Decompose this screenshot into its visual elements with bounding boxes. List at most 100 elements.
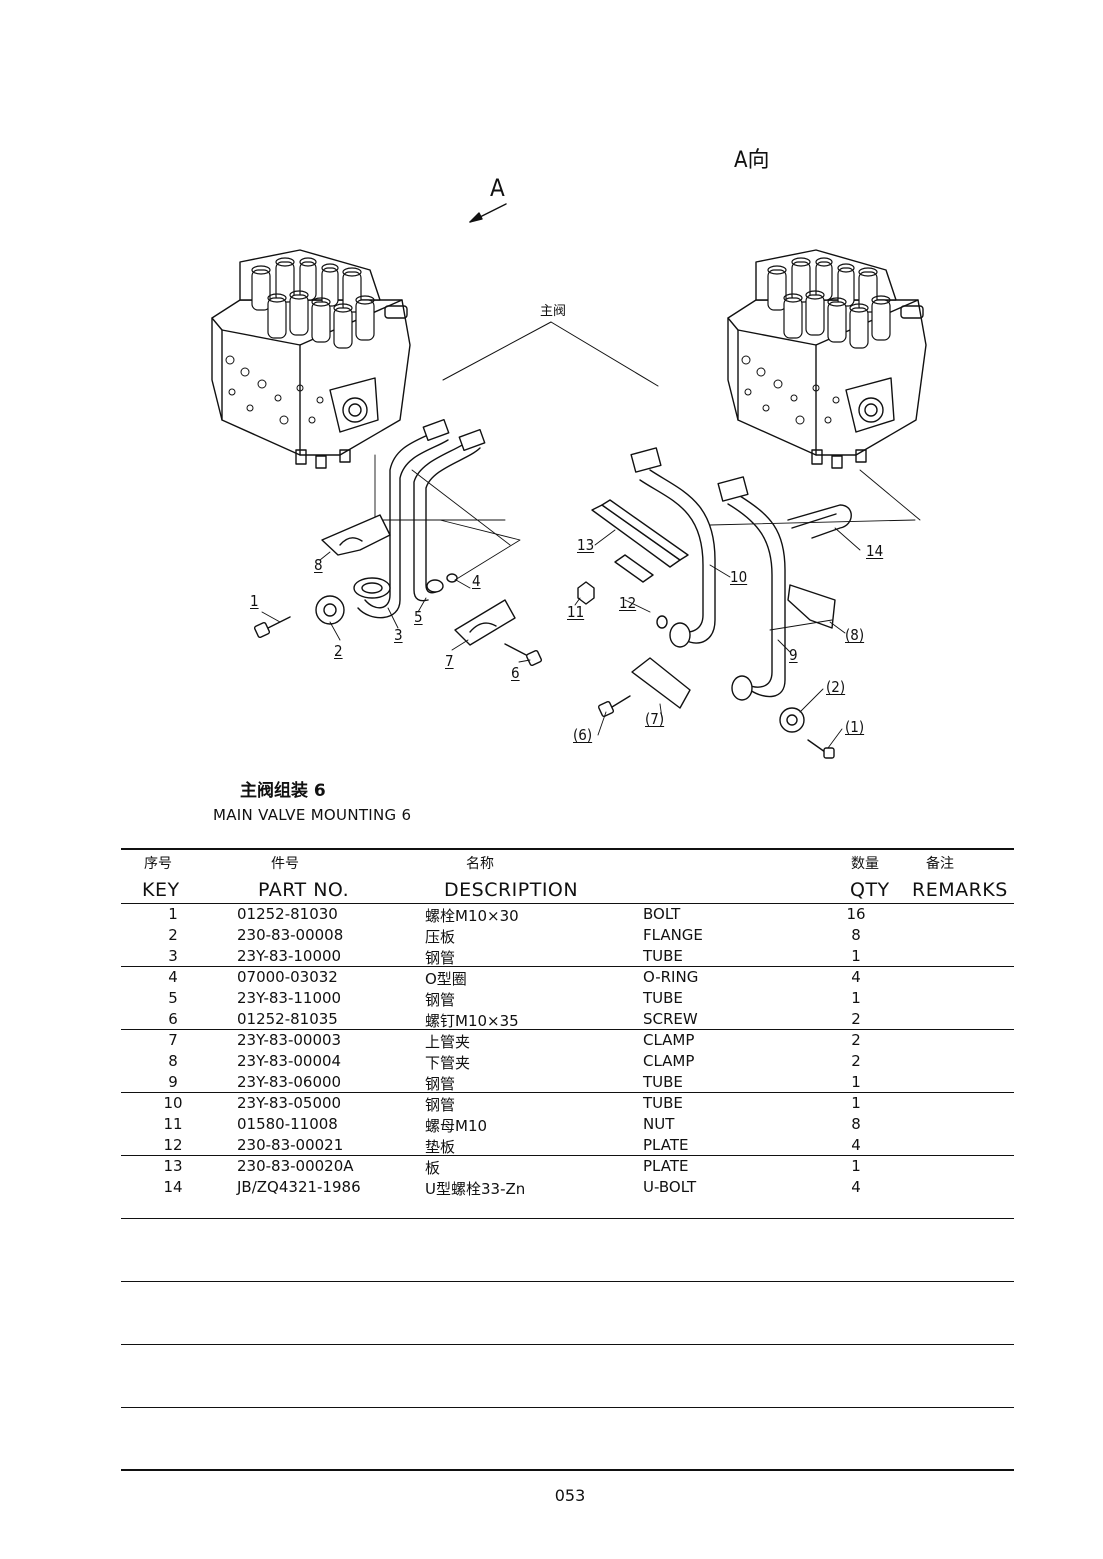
part-no-cell: 230-83-00020A: [237, 1157, 354, 1175]
group-rule: [121, 1407, 1014, 1408]
callout-5: 5: [414, 608, 423, 626]
key-cell: 11: [163, 1115, 183, 1133]
header-remarks-cn: 备注: [926, 856, 954, 872]
group-rule: [121, 1155, 1014, 1156]
key-cell: 10: [163, 1094, 183, 1112]
qty-cell: 1: [851, 1073, 861, 1091]
callout-6-ref: (6): [573, 726, 593, 744]
description-en-cell: TUBE: [643, 989, 683, 1007]
callout-3: 3: [394, 626, 403, 644]
table-row: 12 230-83-00021 垫板 PLATE 4: [0, 1136, 1103, 1157]
key-cell: 12: [163, 1136, 183, 1154]
callout-14: 14: [866, 542, 884, 560]
group-rule: [121, 966, 1014, 967]
description-en-cell: U-BOLT: [643, 1178, 697, 1196]
part-no-cell: 23Y-83-06000: [237, 1073, 342, 1091]
key-cell: 1: [168, 905, 178, 923]
table-row: 2 230-83-00008 压板 FLANGE 8: [0, 926, 1103, 947]
main-valve-label: 主阀: [540, 304, 567, 319]
qty-cell: 8: [851, 926, 861, 944]
callout-13: 13: [577, 536, 595, 554]
description-en-cell: TUBE: [643, 1094, 683, 1112]
main-valve-right: [727, 249, 927, 469]
description-cn-cell: 螺栓M10×30: [425, 907, 519, 925]
key-cell: 14: [163, 1178, 183, 1196]
title-chinese: 主阀组装 6: [240, 781, 326, 801]
header-remarks: REMARKS: [912, 879, 1008, 901]
callout-7-ref: (7): [645, 710, 665, 728]
callout-2: 2: [334, 642, 343, 660]
part-no-cell: 07000-03032: [237, 968, 338, 986]
qty-cell: 16: [846, 905, 866, 923]
callout-8: 8: [314, 556, 323, 574]
group-rule: [121, 1029, 1014, 1030]
description-en-cell: PLATE: [643, 1157, 689, 1175]
group-rule: [121, 1344, 1014, 1345]
header-part-cn: 件号: [271, 856, 299, 872]
callout-9: 9: [789, 646, 798, 664]
callout-12: 12: [619, 594, 637, 612]
description-cn-cell: 钢管: [425, 1075, 456, 1093]
view-arrow-label: A: [490, 174, 505, 202]
qty-cell: 4: [851, 968, 861, 986]
description-cn-cell: 钢管: [425, 1096, 456, 1114]
group-rule: [121, 1281, 1014, 1282]
description-cn-cell: O型圈: [425, 970, 467, 988]
qty-cell: 8: [851, 1115, 861, 1133]
header-key-cn: 序号: [144, 856, 172, 872]
exploded-view-drawing: [211, 203, 927, 759]
description-cn-cell: 压板: [425, 928, 456, 946]
part-no-cell: JB/ZQ4321-1986: [237, 1178, 361, 1196]
part-no-cell: 230-83-00021: [237, 1136, 344, 1154]
key-cell: 6: [168, 1010, 178, 1028]
qty-cell: 2: [851, 1031, 861, 1049]
part-no-cell: 23Y-83-10000: [237, 947, 342, 965]
part-no-cell: 23Y-83-11000: [237, 989, 342, 1007]
part-no-cell: 23Y-83-00004: [237, 1052, 342, 1070]
description-cn-cell: 下管夹: [425, 1054, 471, 1072]
key-cell: 2: [168, 926, 178, 944]
header-key: KEY: [142, 879, 180, 901]
part-no-cell: 230-83-00008: [237, 926, 344, 944]
right-exploded-parts: [577, 447, 921, 759]
key-cell: 4: [168, 968, 178, 986]
header-qty: QTY: [850, 879, 890, 901]
key-cell: 8: [168, 1052, 178, 1070]
key-cell: 9: [168, 1073, 178, 1091]
description-cn-cell: 螺钉M10×35: [425, 1012, 519, 1030]
part-no-cell: 01252-81030: [237, 905, 338, 923]
qty-cell: 2: [851, 1052, 861, 1070]
view-direction-label: A向: [734, 148, 770, 173]
table-bottom-rule: [121, 1469, 1014, 1471]
description-en-cell: FLANGE: [643, 926, 703, 944]
qty-cell: 4: [851, 1136, 861, 1154]
header-description: DESCRIPTION: [444, 879, 579, 901]
header-rule: [121, 903, 1014, 904]
callout-8-ref: (8): [845, 626, 865, 644]
part-no-cell: 23Y-83-00003: [237, 1031, 342, 1049]
part-no-cell: 01252-81035: [237, 1010, 338, 1028]
description-cn-cell: 螺母M10: [425, 1117, 488, 1135]
description-en-cell: PLATE: [643, 1136, 689, 1154]
main-valve-leaders: [442, 321, 659, 387]
callout-leaders: [261, 527, 861, 749]
description-en-cell: TUBE: [643, 1073, 683, 1091]
callout-6: 6: [511, 664, 520, 682]
qty-cell: 1: [851, 1157, 861, 1175]
part-no-cell: 23Y-83-05000: [237, 1094, 342, 1112]
group-rule: [121, 1218, 1014, 1219]
description-cn-cell: 垫板: [425, 1138, 456, 1156]
description-cn-cell: 上管夹: [425, 1033, 471, 1051]
callout-7: 7: [445, 652, 454, 670]
key-cell: 5: [168, 989, 178, 1007]
